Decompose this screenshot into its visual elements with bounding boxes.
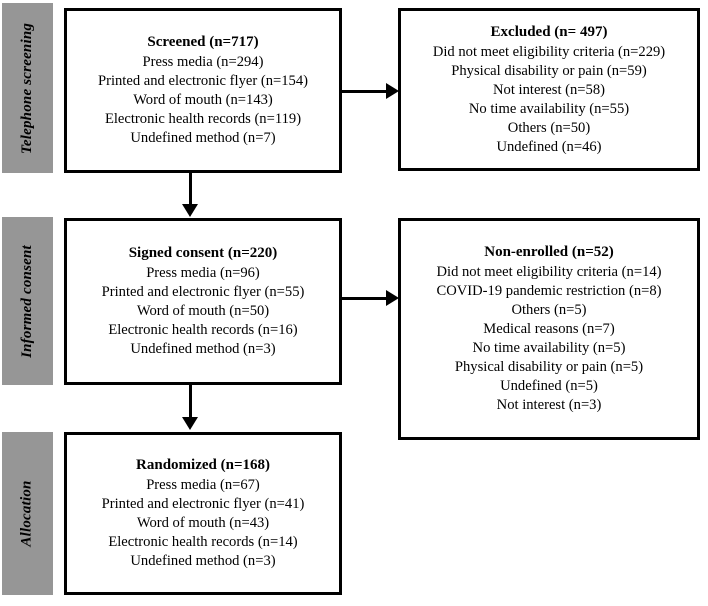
box-randomized: Randomized (n=168) Press media (n=67) Pr… — [64, 432, 342, 595]
connector-signed-consent-to-non-enrolled-line — [342, 297, 388, 300]
box-screened-line-1: Press media (n=294) — [142, 54, 264, 71]
box-excluded-title: Excluded (n= 497) — [490, 23, 608, 40]
box-screened-line-2: Printed and electronic flyer (n=154) — [97, 73, 309, 90]
box-non-enrolled-line-6: Physical disability or pain (n=5) — [454, 359, 644, 376]
box-screened-title: Screened (n=717) — [147, 33, 259, 50]
box-excluded-line-2: Physical disability or pain (n=59) — [451, 62, 647, 79]
stage-label-allocation: Allocation — [19, 480, 35, 547]
stage-bar-allocation: Allocation — [2, 432, 53, 595]
box-randomized-line-2: Printed and electronic flyer (n=41) — [101, 496, 305, 513]
box-signed-consent: Signed consent (n=220) Press media (n=96… — [64, 218, 342, 385]
connector-screened-to-excluded-arrowhead — [386, 83, 399, 99]
box-randomized-line-1: Press media (n=67) — [146, 477, 260, 494]
box-non-enrolled-title: Non-enrolled (n=52) — [484, 244, 614, 261]
box-signed-consent-line-2: Printed and electronic flyer (n=55) — [101, 284, 305, 301]
box-non-enrolled-line-2: COVID-19 pandemic restriction (n=8) — [436, 283, 662, 300]
box-signed-consent-line-3: Word of mouth (n=50) — [136, 303, 270, 320]
box-excluded-line-1: Did not meet eligibility criteria (n=229… — [432, 43, 666, 60]
box-non-enrolled-line-8: Not interest (n=3) — [496, 397, 602, 413]
connector-signed-consent-to-randomized-arrowhead — [182, 417, 198, 430]
box-non-enrolled-line-3: Others (n=5) — [511, 302, 587, 319]
box-randomized-line-4: Electronic health records (n=14) — [108, 534, 298, 551]
box-excluded-line-5: Others (n=50) — [507, 119, 591, 136]
box-excluded-line-6: Undefined (n=46) — [496, 138, 602, 155]
box-non-enrolled-line-4: Medical reasons (n=7) — [483, 321, 615, 338]
connector-screened-to-signed-consent-arrowhead — [182, 204, 198, 217]
box-randomized-line-5: Undefined method (n=3) — [130, 553, 276, 570]
box-signed-consent-line-4: Electronic health records (n=16) — [108, 322, 298, 339]
box-non-enrolled-line-7: Undefined (n=5) — [500, 378, 598, 395]
box-excluded: Excluded (n= 497) Did not meet eligibili… — [398, 8, 700, 171]
box-non-enrolled: Non-enrolled (n=52) Did not meet eligibi… — [398, 218, 700, 440]
box-excluded-line-4: No time availability (n=55) — [468, 100, 630, 117]
box-non-enrolled-line-1: Did not meet eligibility criteria (n=14) — [436, 264, 662, 281]
box-screened-line-5: Undefined method (n=7) — [130, 130, 276, 147]
stage-bar-telephone-screening: Telephone screening — [2, 3, 53, 173]
box-signed-consent-line-1: Press media (n=96) — [146, 265, 260, 282]
stage-label-telephone-screening: Telephone screening — [19, 22, 36, 154]
box-randomized-line-3: Word of mouth (n=43) — [136, 515, 270, 532]
box-signed-consent-title: Signed consent (n=220) — [128, 244, 278, 261]
box-excluded-line-3: Not interest (n=58) — [493, 81, 605, 98]
box-non-enrolled-line-5: No time availability (n=5) — [472, 340, 626, 357]
stage-bar-informed-consent: Informed consent — [2, 217, 53, 385]
connector-screened-to-signed-consent-line — [189, 173, 192, 206]
box-screened: Screened (n=717) Press media (n=294) Pri… — [64, 8, 342, 173]
connector-signed-consent-to-randomized-line — [189, 385, 192, 418]
connector-screened-to-excluded-line — [342, 90, 388, 93]
box-screened-line-3: Word of mouth (n=143) — [133, 92, 273, 109]
box-signed-consent-line-5: Undefined method (n=3) — [130, 341, 276, 358]
box-randomized-title: Randomized (n=168) — [136, 456, 270, 473]
stage-label-informed-consent: Informed consent — [19, 244, 36, 358]
box-screened-line-4: Electronic health records (n=119) — [104, 111, 302, 128]
connector-signed-consent-to-non-enrolled-arrowhead — [386, 290, 399, 306]
